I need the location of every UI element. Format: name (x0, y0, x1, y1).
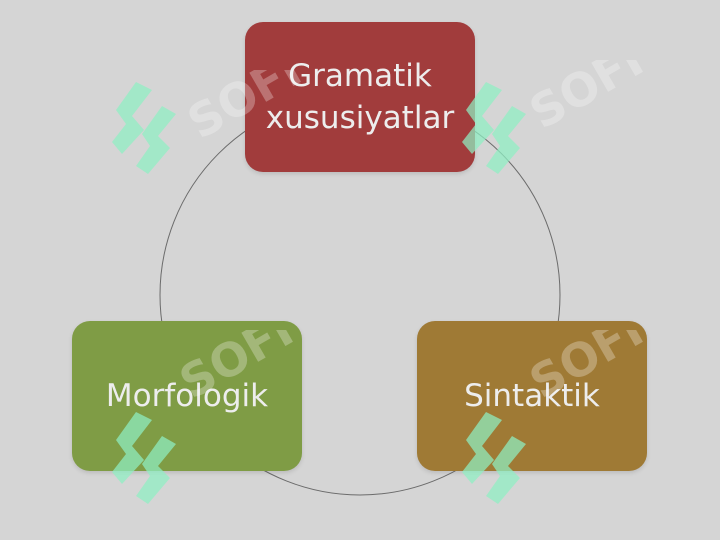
node-label-left: Morfologik (105, 378, 269, 414)
node-gramatik-xususiyatlar: Gramatik xususiyatlar (245, 22, 475, 172)
node-sintaktik: Sintaktik (417, 321, 647, 471)
node-morfologik: Morfologik (72, 321, 302, 471)
node-label-top: Gramatik xususiyatlar (265, 58, 455, 136)
node-label-right: Sintaktik (464, 378, 600, 414)
